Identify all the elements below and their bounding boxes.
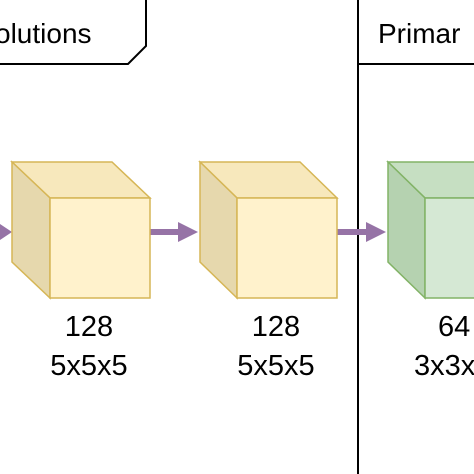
block-2-kernel: 5x5x5: [237, 350, 314, 382]
arrow-into-block-1: [0, 224, 12, 240]
block-1-channels: 128: [65, 311, 113, 343]
section-title-convolutions: olutions: [0, 18, 92, 49]
cube-front-face: [236, 197, 338, 299]
conv-block-1: [10, 160, 152, 300]
block-1-kernel: 5x5x5: [50, 350, 127, 382]
block-3-kernel: 3x3x: [414, 350, 474, 382]
section-title-primary: Primar: [378, 18, 460, 49]
cube-front-face: [49, 197, 151, 299]
primary-block-1: [386, 160, 474, 300]
section-header-box-convolutions: [0, 0, 147, 65]
block-3-channels: 64: [438, 311, 470, 343]
conv-block-2: [198, 160, 339, 300]
arrow-block-1-to-block-2: [150, 222, 198, 242]
block-2-channels: 128: [252, 311, 300, 343]
arrow-block-2-to-block-3: [337, 222, 386, 242]
cube-front-face: [424, 197, 474, 299]
